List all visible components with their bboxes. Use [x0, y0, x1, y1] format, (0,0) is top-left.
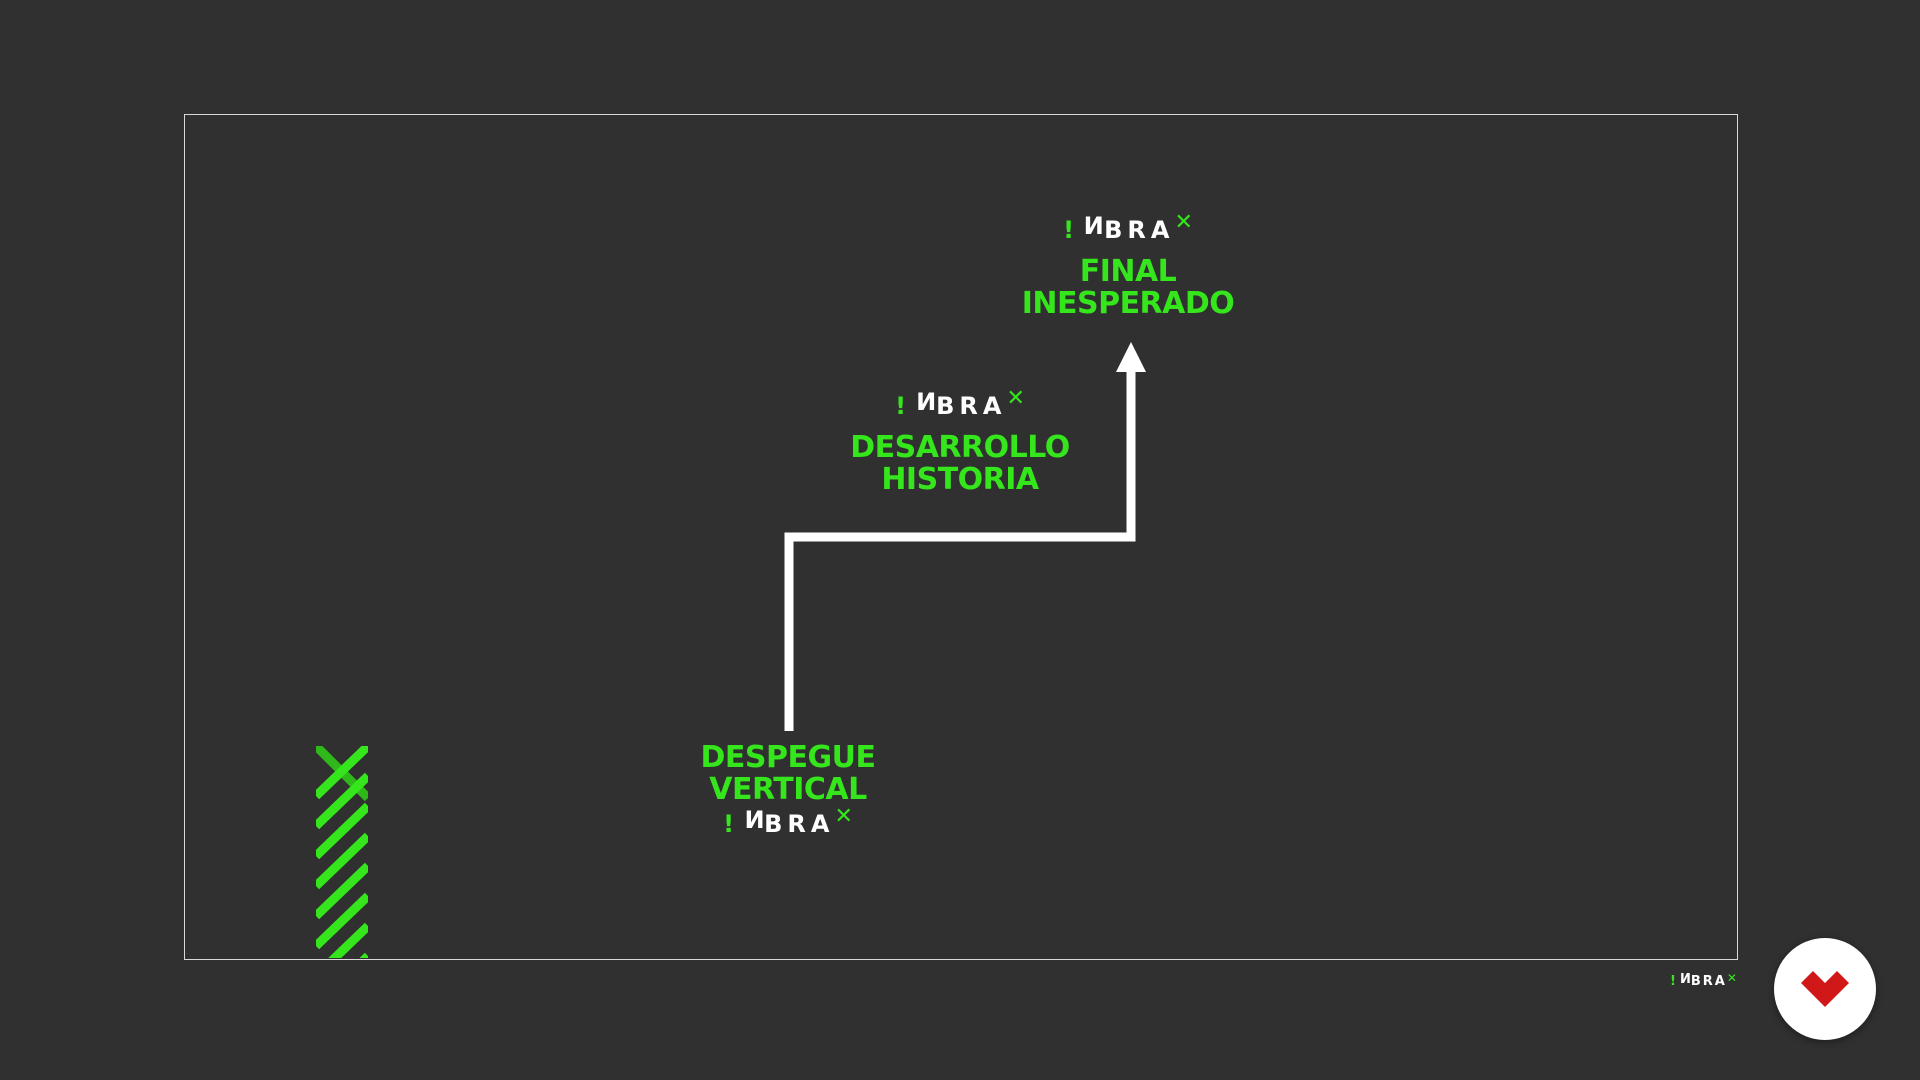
stage-final-title-line1: FINAL — [1079, 254, 1177, 289]
stage-start-title-line2: VERTICAL — [709, 772, 867, 807]
help-chat-button[interactable] — [1774, 938, 1876, 1040]
heart-chevron-icon — [1801, 971, 1849, 1007]
slide-frame — [184, 114, 1738, 960]
green-stripes-decor — [316, 746, 368, 958]
stage-development-title-line2: HISTORIA — [881, 462, 1039, 497]
stage-final-title-line2: INESPERADO — [1021, 286, 1235, 321]
stage-start-title-line1: DESPEGUE — [700, 740, 876, 775]
stage-development-title-line1: DESARROLLO — [850, 430, 1070, 465]
